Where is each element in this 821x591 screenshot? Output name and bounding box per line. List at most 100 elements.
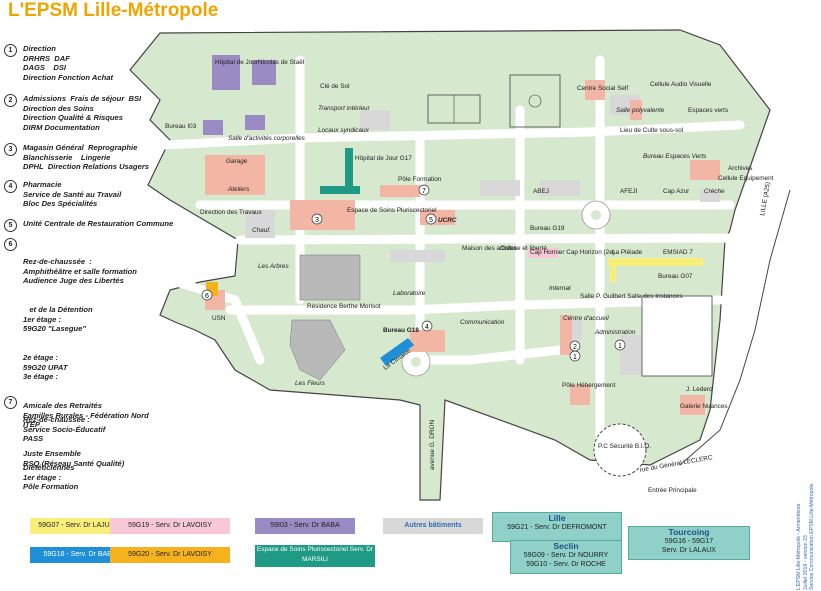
marker-1a[interactable]: 1 — [569, 350, 581, 362]
label-cellule-audio: Cellule Audio Visuelle — [650, 81, 712, 88]
blue-g18 — [380, 338, 414, 366]
label-cap-azur: Cap Azur — [663, 188, 690, 195]
label-internat: Internat — [549, 285, 571, 292]
label-abej: ABEJ — [533, 188, 549, 195]
label-hopital-de-jour-g17: Hôpital de Jour G17 — [355, 155, 412, 162]
pink-g19 — [528, 248, 558, 258]
marker-4[interactable]: 4 — [421, 320, 433, 332]
label-ateliers: Ateliers — [227, 186, 250, 193]
parking-block — [641, 295, 713, 377]
legend-number: 3 — [4, 143, 17, 156]
label-j-lederq: J. Lederq — [686, 386, 713, 393]
label-bureau-i03: Bureau I03 — [165, 123, 197, 130]
label-chauf: Chauf. — [252, 227, 271, 234]
legend-number: 7 — [4, 396, 17, 409]
city-seclin: Seclin 59G09 - Serv. Dr NOURRY 59G10 - S… — [510, 540, 622, 574]
label-communication: Communication — [460, 319, 505, 326]
road-A25 — [679, 189, 791, 466]
svg-text:1: 1 — [618, 343, 622, 350]
label-galerie-nuances: Galerie Nuances — [680, 403, 728, 410]
key-59G18: 59G18 - Serv. Dr BABA — [30, 547, 130, 563]
label-direction-des-travaux: Direction des Travaux — [200, 209, 263, 216]
label-pole-formation: Pôle Formation — [398, 176, 442, 183]
label-maison-artistes: Maison des artistes — [462, 245, 517, 252]
label-cap-hornier: Cap Hornier Cap Horizon (2e) — [530, 249, 615, 256]
service-buildings — [205, 80, 720, 415]
label-centre-social-self: Centre Social Self — [577, 85, 628, 92]
roundabout-center — [591, 210, 601, 220]
key-59G20: 59G20 - Serv. Dr LAVOISY — [110, 547, 230, 563]
marker-6[interactable]: 6 — [201, 289, 213, 301]
svg-text:6: 6 — [205, 293, 209, 300]
label-emsiad: EMSIAD 7 — [663, 249, 693, 256]
teal-g17 — [345, 148, 353, 193]
label-bureau-g19: Bureau G19 — [530, 225, 565, 232]
purple-59I03-buildings — [203, 55, 276, 135]
marker-5[interactable]: 5 — [425, 213, 437, 225]
key-59I03: 59I03 - Serv. Dr BABA — [255, 518, 355, 534]
marker-2[interactable]: 2 — [569, 340, 581, 352]
city-lille: Lille 59G21 - Serv. Dr DEFROMONT — [492, 512, 622, 542]
svg-text:4: 4 — [425, 324, 429, 331]
legend-number: 2 — [4, 94, 17, 107]
legend-number: 4 — [4, 180, 17, 193]
football-field — [509, 74, 561, 128]
label-nicolas-de-stael: Nicolas de Staël — [258, 59, 304, 66]
legend-number: 1 — [4, 44, 17, 57]
marker-3[interactable]: 3 — [311, 213, 323, 225]
key-59G19: 59G19 - Serv. Dr LAVOISY — [110, 518, 230, 534]
label-salle-polyvalente: Salle polyvalente — [616, 107, 665, 114]
label-creche: Crèche — [704, 188, 725, 195]
label-bureau-espaces-verts: Bureau Espaces Verts — [643, 153, 707, 160]
city-tourcoing: Tourcoing 59G16 - 59G17 Serv. Dr LALAUX — [628, 526, 750, 560]
legend-item-7: 7 Rez-de-chaussée :Service Socio-Éducati… — [4, 396, 179, 511]
label-locaux-syndicaux: Locaux syndicaux — [318, 127, 370, 134]
pc-securite-zone — [593, 423, 647, 477]
label-la-pleiade: La Pléiade — [612, 249, 643, 256]
roundabout-center — [411, 357, 421, 367]
label-espace-soins: Espace de Soins Pluriscectoriel — [347, 207, 437, 214]
label-laboratoire: Laboratoire — [393, 290, 426, 297]
label-lille-a25: LILLE (A25) — [759, 182, 772, 217]
label-transport-interieur: Transport intérieur — [318, 105, 371, 112]
svg-text:1: 1 — [573, 354, 577, 361]
legend-number: 5 — [4, 219, 17, 232]
svg-text:5: 5 — [429, 217, 433, 224]
page-title: L'EPSM Lille-Métropole — [8, 0, 219, 21]
label-les-fleurs: Les Fleurs — [295, 380, 326, 387]
label-hopital-de-jour: Hôpital de Jour — [215, 59, 259, 66]
svg-text:3: 3 — [315, 217, 319, 224]
label-ucrc: UCRC — [438, 217, 457, 224]
svg-text:7: 7 — [422, 188, 426, 195]
legend-item-5: 5 Unité Centrale de Restauration Commune — [4, 219, 179, 232]
key-59G07: 59G07 - Serv. Dr LAJUGIE — [30, 518, 130, 534]
label-residence: Résidence Berthe Morisot — [307, 303, 381, 310]
label-entree-principale: Entrée Principale — [648, 487, 697, 494]
key-espace-soins: Espace de Soins Pluriscectoriel Serv. Dr… — [255, 545, 375, 567]
svg-text:2: 2 — [573, 344, 577, 351]
key-autres-batiments: Autres bâtiments — [383, 518, 483, 534]
label-lieu-de-culte: Lieu de Culte sous-sol — [620, 127, 683, 134]
label-culture-liberte: Culture et liberté — [500, 245, 547, 252]
label-bureau-g18: Bureau G18 — [383, 327, 419, 334]
label-espaces-verts: Espaces verts — [688, 107, 728, 114]
label-usn: USN — [212, 315, 226, 322]
yellow-g07-wing — [610, 258, 616, 282]
legend-item-6: 6 Rez-de-chaussée :Amphithéâtre et salle… — [4, 238, 179, 487]
pavilions — [289, 254, 361, 381]
marker-1b[interactable]: 1 — [614, 339, 626, 351]
label-avenue-dron: avenue G. DRON — [429, 420, 436, 470]
yellow-g07 — [608, 258, 703, 266]
label-pole-hebergement: Pôle Hébergement — [562, 382, 616, 389]
label-cellule-equipement: Cellule Equipement — [718, 175, 774, 182]
label-pc-securite: P.C Sécurité B.I.O. — [598, 443, 651, 450]
marker-7[interactable]: 7 — [418, 184, 430, 196]
label-garage: Garage — [226, 158, 248, 165]
label-cle-de-sol: Clé de Sol — [320, 83, 350, 90]
